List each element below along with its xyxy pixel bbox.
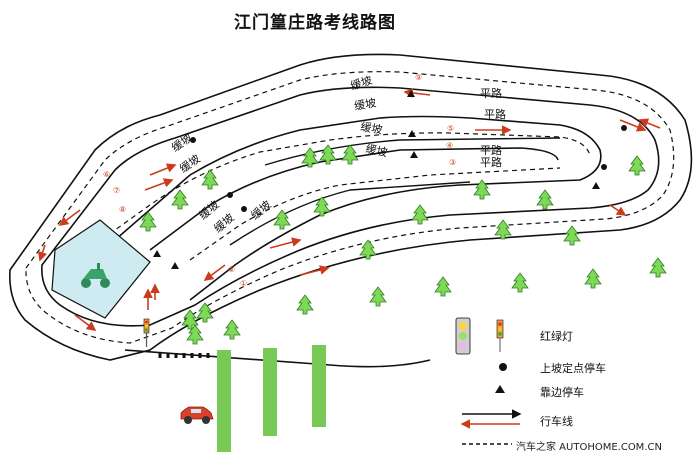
- legend: [455, 317, 522, 445]
- driving-arrows: [37, 88, 661, 331]
- grass-strips: [217, 345, 326, 452]
- legend-slope-stop-label: 上坡定点停车: [540, 362, 606, 375]
- slope-stop-markers: [190, 125, 627, 212]
- road-outline: [8, 53, 693, 368]
- traffic-light-icon: [496, 319, 504, 352]
- route-number-3: ③: [449, 158, 456, 167]
- traffic-light-icon: [455, 317, 471, 355]
- traffic-light-icon: [143, 318, 150, 347]
- slope-label: 缓坡: [212, 211, 237, 235]
- trees: [139, 144, 667, 345]
- slope-label: 缓坡: [249, 198, 274, 222]
- route-number-9: ⑨: [415, 73, 422, 82]
- legend-traffic-light-label: 红绿灯: [540, 330, 573, 343]
- legend-side-stop-label: 靠边停车: [540, 386, 584, 399]
- slope-label: 缓坡: [177, 152, 202, 175]
- slope-label: 缓坡: [359, 120, 383, 137]
- crosswalk: [158, 353, 210, 358]
- side-stop-markers: [153, 90, 600, 269]
- legend-driving-line-label: 行车线: [540, 415, 573, 428]
- slope-label: 缓坡: [349, 74, 374, 93]
- route-number-7: ⑦: [113, 186, 120, 195]
- scooter-icon: [81, 263, 110, 288]
- flat-label: 平路: [480, 87, 502, 100]
- route-number-4: ④: [446, 141, 453, 150]
- side-stop-legend-icon: [495, 385, 505, 393]
- watermark: 汽车之家 AUTOHOME.COM.CN: [516, 442, 662, 453]
- flat-label: 平路: [484, 108, 506, 121]
- route-numbers: ① ② ③ ④ ⑤ ⑥ ⑦ ⑧ ⑨: [103, 73, 456, 288]
- slope-label: 缓坡: [353, 96, 377, 113]
- road-labels: 缓坡 缓坡 缓坡 缓坡 缓坡 缓坡 缓坡 缓坡 缓坡 平路 平路 平路 平路: [169, 74, 506, 236]
- slope-stop-legend-icon: [499, 363, 507, 371]
- slope-label: 缓坡: [364, 142, 388, 159]
- route-number-6: ⑥: [103, 170, 110, 179]
- slope-label: 缓坡: [169, 131, 194, 154]
- flat-label: 平路: [480, 156, 502, 169]
- map-title: 江门篁庄路考线路图: [234, 13, 396, 33]
- route-number-8: ⑧: [119, 205, 126, 214]
- route-number-2: ②: [228, 265, 235, 274]
- car-icon: [180, 406, 214, 424]
- flat-label: 平路: [480, 144, 502, 157]
- route-number-1: ①: [240, 279, 247, 288]
- route-number-5: ⑤: [447, 124, 454, 133]
- inner-zone: [229, 137, 561, 246]
